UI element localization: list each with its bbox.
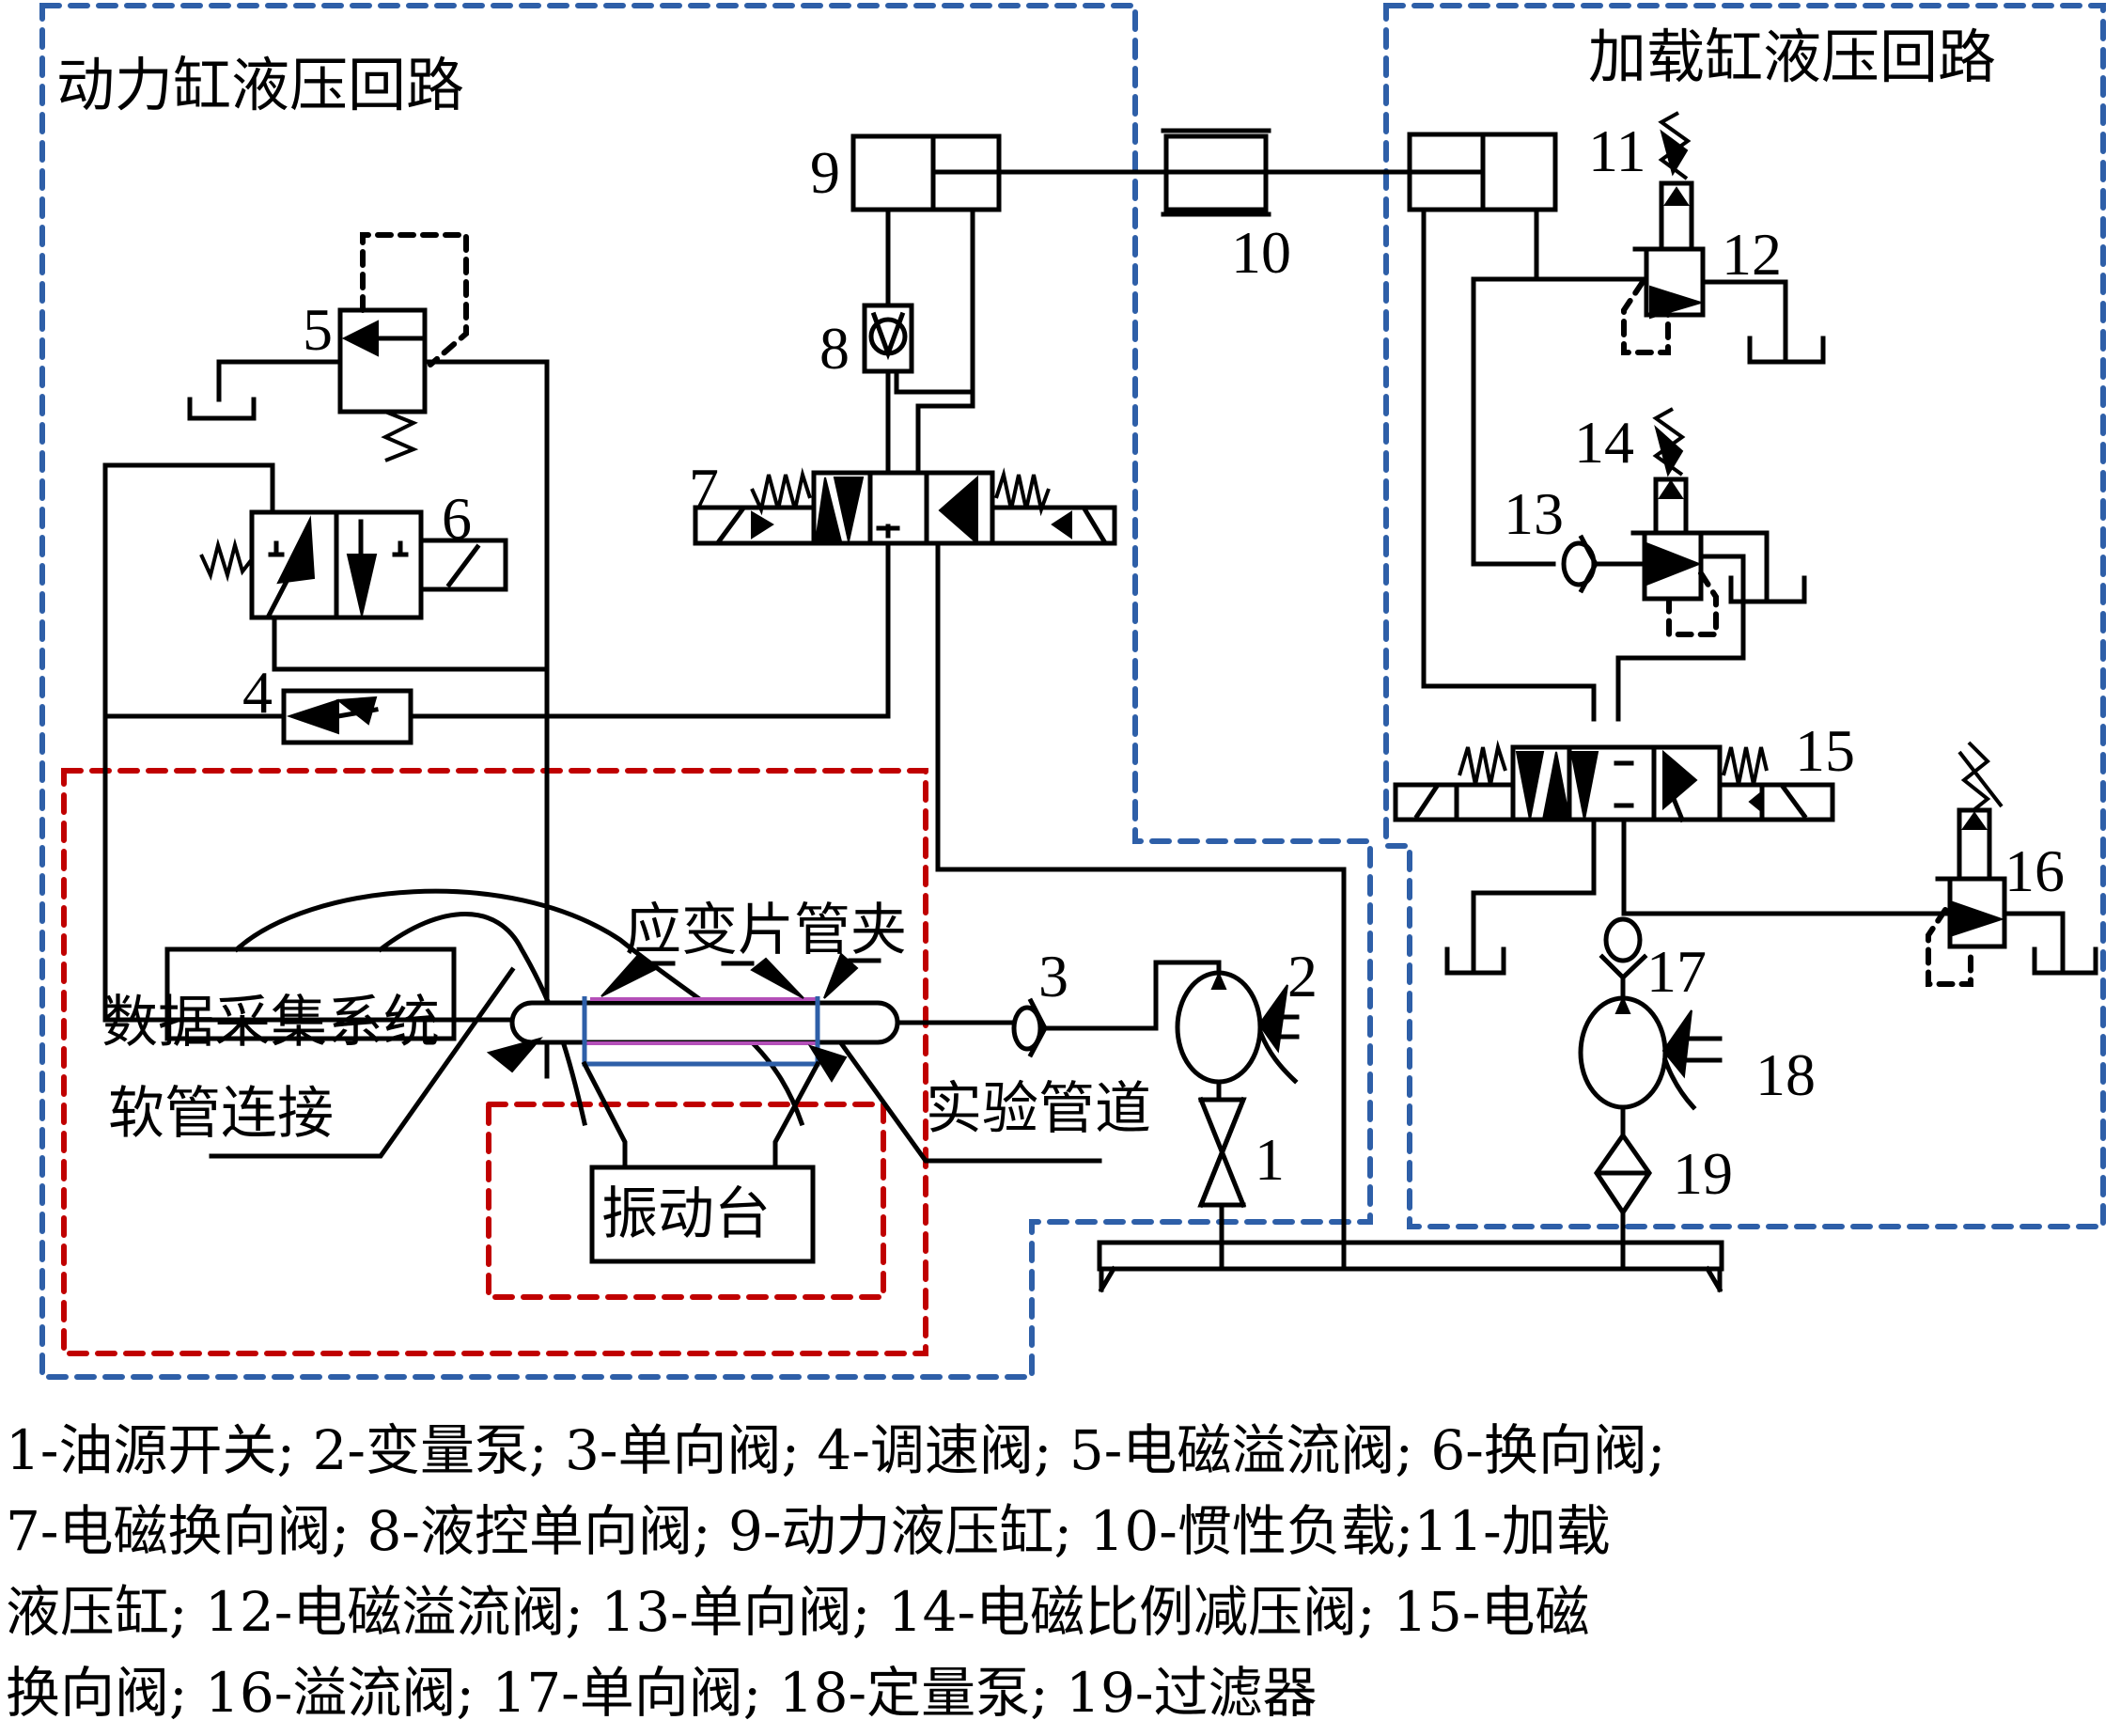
shaker-border [486,1102,886,1300]
legend-line: 换向阀; 16-溢流阀; 17-单向阀; 18-定量泵; 19-过滤器 [6,1661,1318,1725]
power-circuit-border [39,3,1373,1380]
spring-adjust-arrow-16 [1957,750,2004,808]
label-9: 9 [810,139,840,206]
hose-connection-label: 软管连接 [108,1081,334,1147]
label-11: 11 [1588,117,1646,184]
legend-line: 1-油源开关; 2-变量泵; 3-单向阀; 4-调速阀; 5-电磁溢流阀; 6-… [6,1418,1666,1482]
test-rig-border [61,768,928,1356]
check-valve-3 [1011,997,1048,1058]
label-8: 8 [819,315,850,382]
label-12: 12 [1722,221,1782,288]
variable-pump-2 [1175,970,1300,1085]
shaker-table-label: 振动台 [601,1181,771,1247]
load-circuit-title: 加载缸液压回路 [1588,23,1996,91]
test-pipe [509,1000,900,1045]
label-6: 6 [442,485,472,552]
label-7: 7 [689,456,719,523]
legend-line: 7-电磁换向阀; 8-液控单向阀; 9-动力液压缸; 10-惯性负载;11-加载 [6,1499,1611,1563]
shaker-table [589,1165,816,1264]
load-circuit-border [1383,3,2106,1229]
label-15: 15 [1795,717,1855,784]
solenoid-directional-valve-7 [693,467,1117,546]
reservoir-tank [1097,1240,1724,1293]
daq-system-label: 数据采集系统 [101,990,440,1056]
flow-control-valve-4 [281,688,413,745]
relief-valve-16 [1926,807,2007,987]
label-16: 16 [2004,837,2065,904]
test-pipe-label: 实验管道 [926,1076,1151,1142]
label-4: 4 [242,659,273,726]
label-19: 19 [1673,1140,1733,1207]
check-valve-17 [1599,916,1648,981]
pilot-check-valve-8 [862,303,914,374]
spring-16 [1960,741,1991,812]
label-13: 13 [1504,480,1564,547]
solenoid-relief-valve-12 [1621,180,1706,355]
inertia-load-10 [1161,128,1271,217]
solenoid-relief-valve-5 [337,232,469,462]
power-cylinder-9 [850,133,1412,212]
label-17: 17 [1646,938,1707,1005]
label-14: 14 [1574,409,1634,476]
label-1: 1 [1255,1126,1285,1193]
check-valve-13 [1561,534,1599,594]
label-3: 3 [1038,943,1068,1009]
spring-14 [1652,407,1686,477]
power-circuit-title: 动力缸液压回路 [56,51,464,119]
daq-system-box [164,946,457,1041]
pipe-clamp [582,996,820,1067]
oil-source-switch-1 [1197,1096,1247,1209]
filter-19 [1593,1131,1653,1217]
directional-valve-6 [199,509,508,620]
load-cylinder-11 [1407,132,1558,212]
spring-12 [1658,111,1692,180]
legend-line: 液压缸; 12-电磁溢流阀; 13-单向阀; 14-电磁比例减压阀; 15-电磁 [6,1580,1590,1644]
fixed-pump-18 [1578,995,1723,1111]
label-5: 5 [303,296,333,363]
hydraulic-circuit-diagram: 动力缸液压回路 加载缸液压回路 9 10 11 8 [39,3,2106,1380]
component-legend: 1-油源开关; 2-变量泵; 3-单向阀; 4-调速阀; 5-电磁溢流阀; 6-… [6,1410,2120,1733]
label-10: 10 [1231,219,1291,286]
label-18: 18 [1755,1041,1816,1108]
label-2: 2 [1287,943,1318,1009]
strain-clamp-label: 应变片管夹 [625,898,907,963]
solenoid-directional-valve-15 [1393,740,1835,823]
proportional-reducing-valve-14 [1630,477,1719,637]
